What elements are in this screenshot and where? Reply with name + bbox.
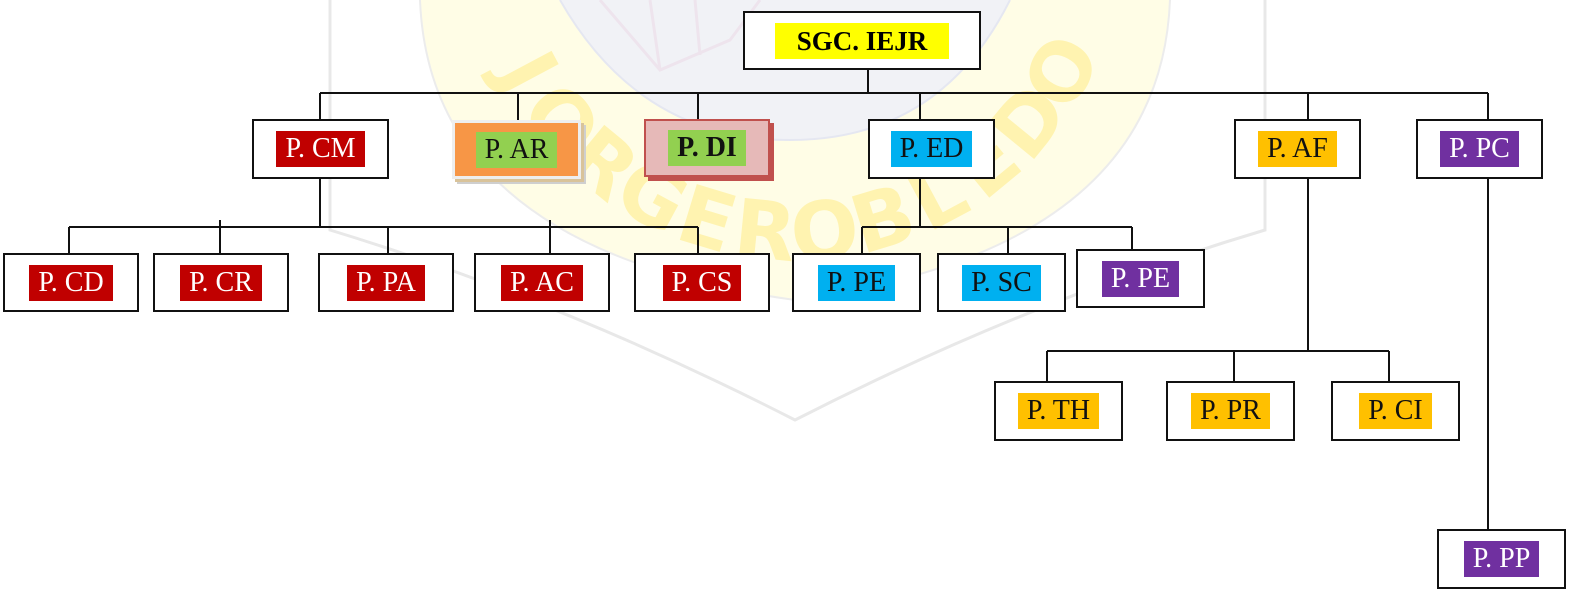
- node-p-pp: P. PP: [1437, 529, 1566, 589]
- node-p-di-label: P. DI: [668, 130, 746, 166]
- node-p-pe-2-label: P. PE: [1101, 260, 1180, 297]
- node-p-cs: P. CS: [634, 253, 770, 312]
- root-node-label: SGC. IEJR: [774, 22, 950, 59]
- node-p-ar: P. AR: [452, 120, 581, 179]
- node-p-pr: P. PR: [1166, 381, 1295, 441]
- node-p-sc-label: P. SC: [962, 264, 1041, 301]
- root-node: SGC. IEJR: [743, 11, 981, 70]
- node-p-th: P. TH: [994, 381, 1123, 441]
- node-p-cd: P. CD: [3, 253, 139, 312]
- node-p-pe-2: P. PE: [1076, 249, 1205, 308]
- node-p-sc: P. SC: [937, 253, 1066, 312]
- node-p-cm: P. CM: [252, 119, 389, 179]
- node-p-pc: P. PC: [1416, 119, 1543, 179]
- node-p-cm-label: P. CM: [276, 131, 365, 167]
- node-p-af-label: P. AF: [1258, 131, 1337, 167]
- node-p-pe-1-label: P. PE: [817, 264, 896, 301]
- node-p-ac: P. AC: [474, 253, 610, 312]
- node-p-ac-label: P. AC: [501, 264, 583, 301]
- node-p-ar-label: P. AR: [475, 131, 558, 168]
- node-p-cd-label: P. CD: [29, 264, 113, 301]
- node-p-af: P. AF: [1234, 119, 1361, 179]
- node-p-ci: P. CI: [1331, 381, 1460, 441]
- node-p-pa: P. PA: [318, 253, 454, 312]
- node-p-pa-label: P. PA: [347, 264, 425, 301]
- node-p-cr-label: P. CR: [180, 264, 262, 301]
- node-p-pr-label: P. PR: [1191, 393, 1270, 429]
- node-p-cs-label: P. CS: [662, 264, 742, 301]
- node-p-di: P. DI: [644, 119, 770, 177]
- node-p-cr: P. CR: [153, 253, 289, 312]
- node-p-ed: P. ED: [868, 119, 995, 179]
- node-p-ed-label: P. ED: [890, 131, 973, 167]
- node-p-pc-label: P. PC: [1440, 131, 1519, 167]
- node-p-pe-1: P. PE: [792, 253, 921, 312]
- node-p-th-label: P. TH: [1017, 393, 1100, 429]
- node-p-ci-label: P. CI: [1359, 393, 1432, 429]
- node-p-pp-label: P. PP: [1463, 541, 1540, 577]
